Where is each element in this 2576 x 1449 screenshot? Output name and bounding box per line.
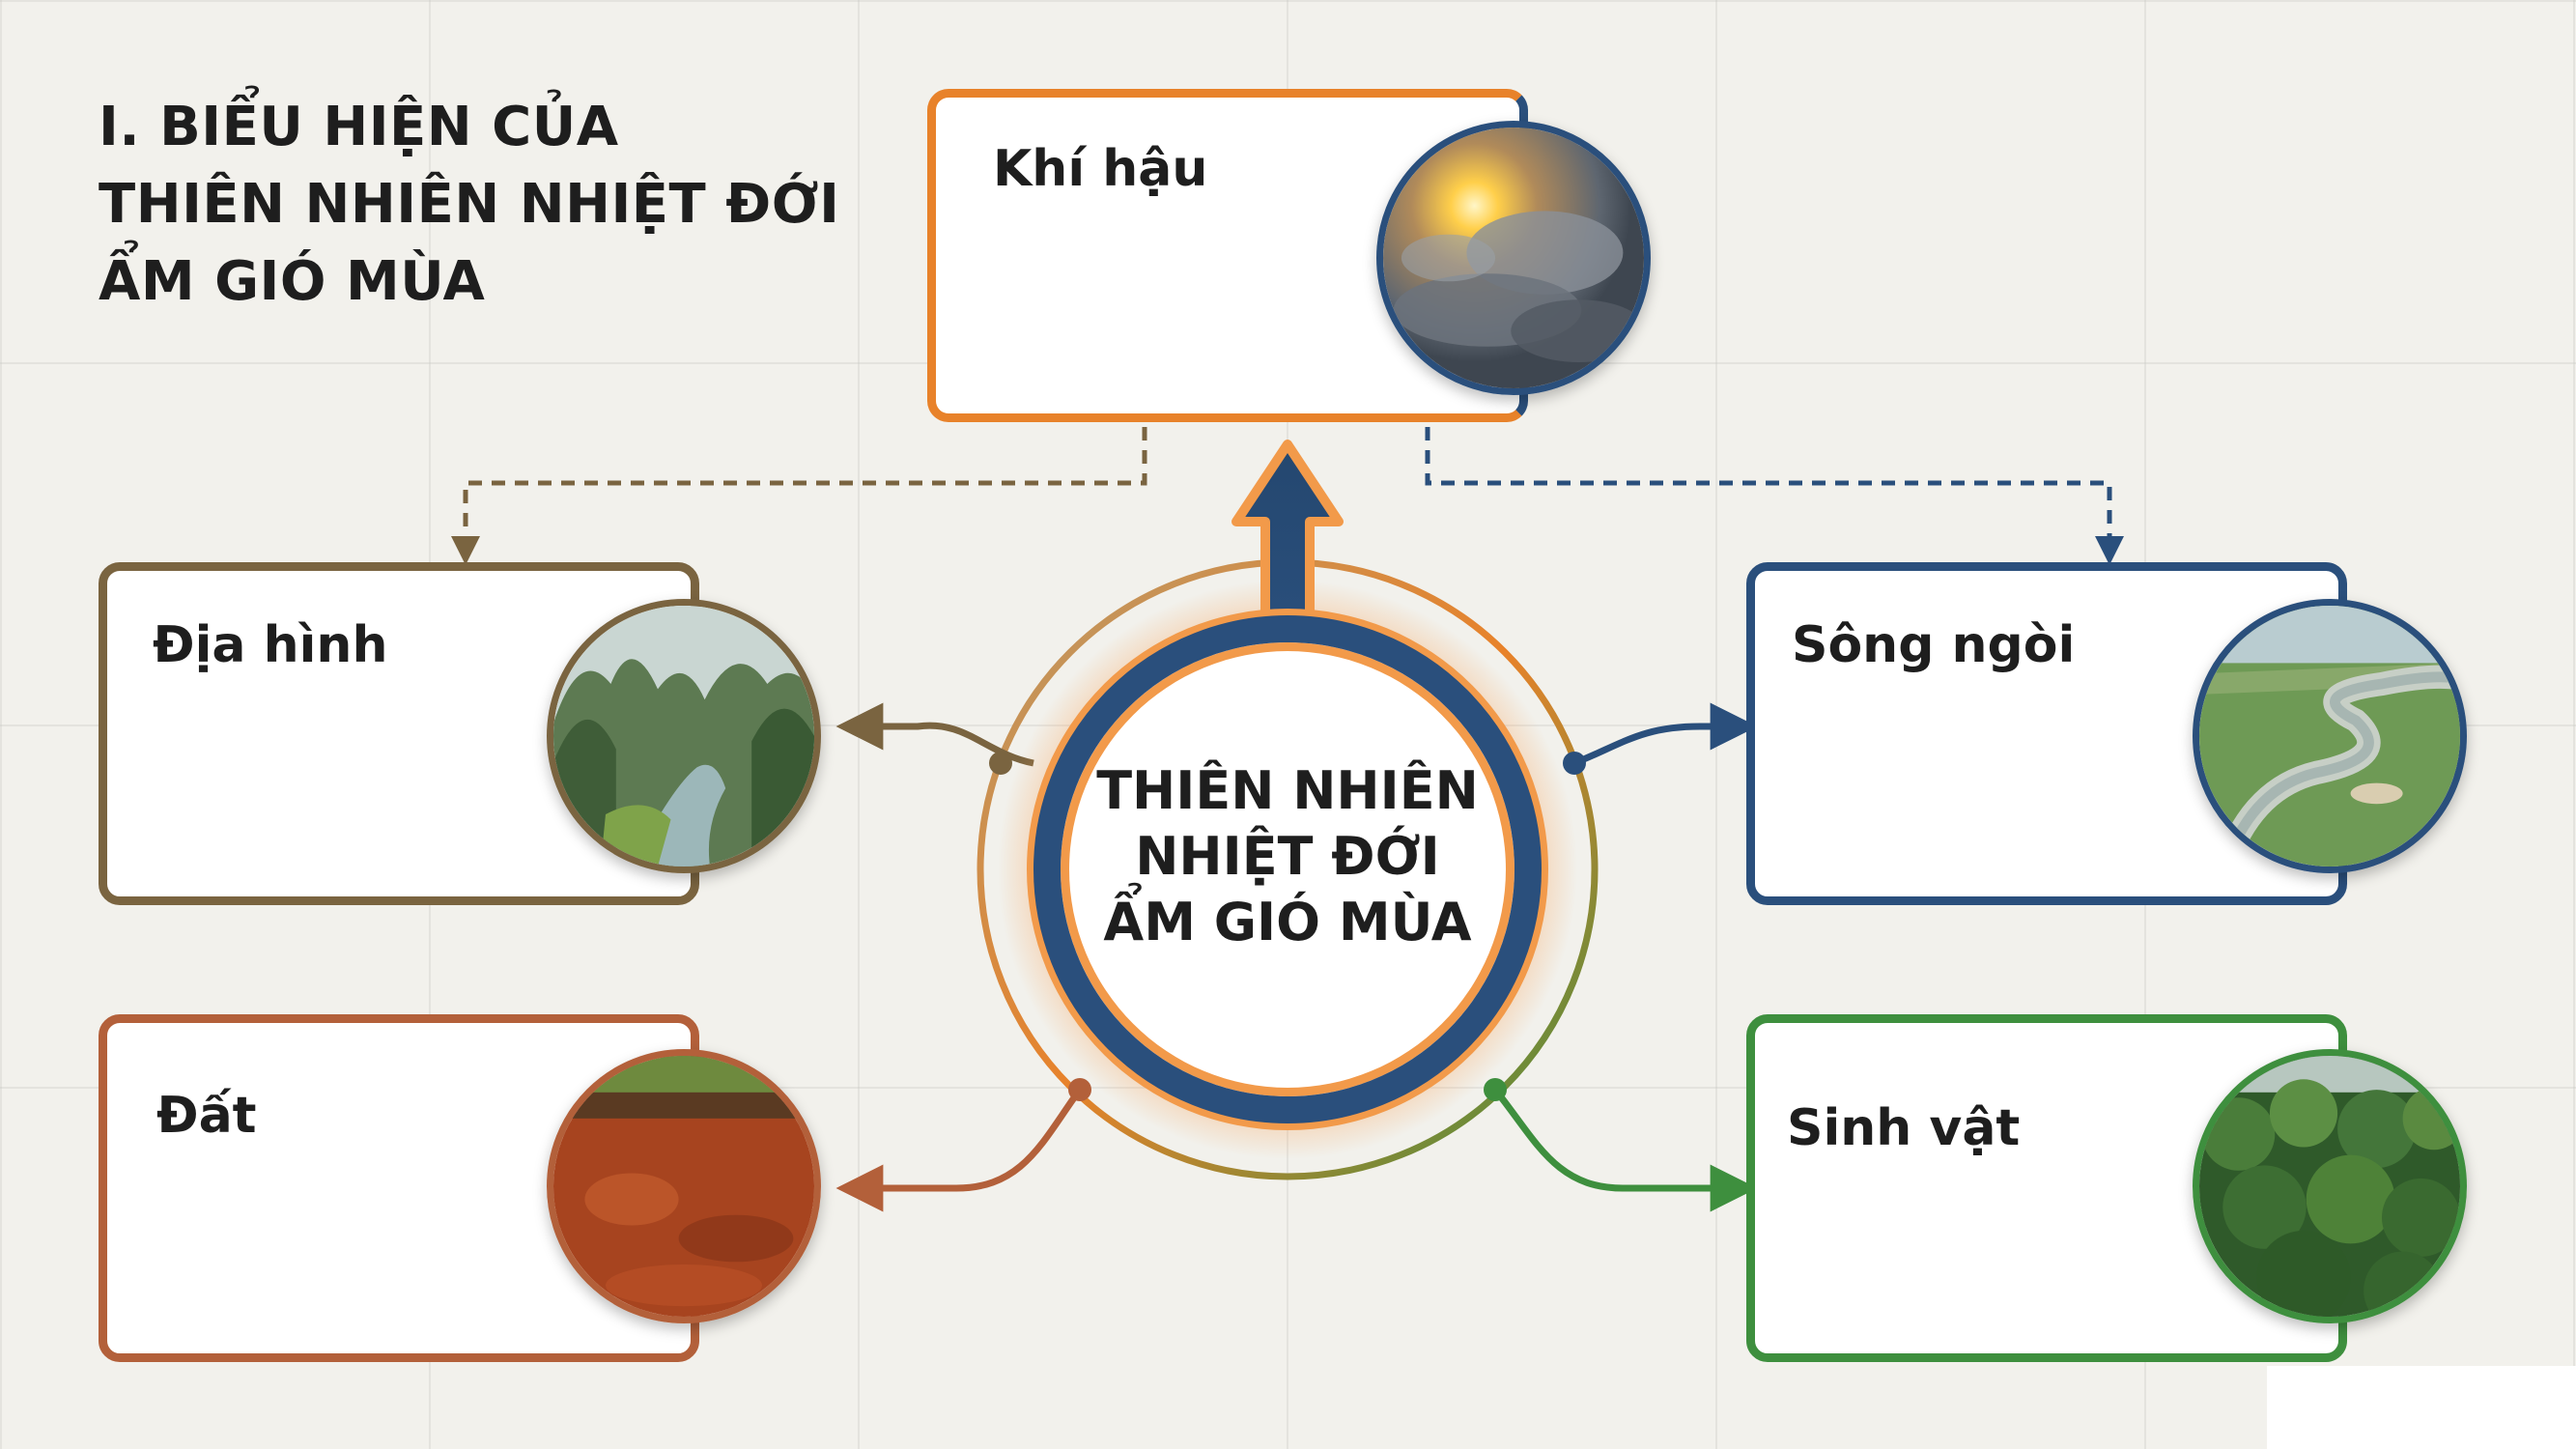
dashed-link-dia-hinh [451, 427, 1147, 565]
node-dot-song-ngoi [1563, 752, 1586, 775]
card-dia-hinh-label: Địa hình [153, 616, 388, 674]
link-sinh-vat [1492, 1087, 1758, 1212]
card-song-ngoi-label: Sông ngòi [1792, 616, 2076, 674]
center-line-1: THIÊN NHIÊN [1096, 760, 1479, 821]
title-line-1: I. BIỂU HIỆN CỦA [99, 96, 619, 158]
sun-storm-clouds-photo [1376, 121, 1651, 395]
link-dat [835, 1087, 1083, 1212]
title-line-2: THIÊN NHIÊN NHIỆT ĐỚI [99, 173, 840, 236]
center-line-3: ẨM GIÓ MÙA [1103, 892, 1472, 952]
card-khi-hau-label: Khí hậu [993, 140, 1208, 198]
center-line-2: NHIỆT ĐỚI [1135, 826, 1440, 887]
red-soil-photo [547, 1049, 821, 1323]
tropical-forest-photo [2193, 1049, 2467, 1323]
karst-mountains-river-photo [547, 599, 821, 873]
link-song-ngoi [1572, 702, 1758, 767]
page-title: I. BIỂU HIỆN CỦA THIÊN NHIÊN NHIỆT ĐỚI Ẩ… [99, 89, 839, 321]
dashed-link-song-ngoi [1425, 427, 2124, 565]
corner-patch [2267, 1366, 2576, 1449]
node-dot-dat [1068, 1078, 1091, 1101]
title-line-3: ẨM GIÓ MÙA [99, 250, 486, 313]
center-hub-label: THIÊN NHIÊN NHIỆT ĐỚI ẨM GIÓ MÙA [1061, 758, 1514, 955]
link-dia-hinh [835, 702, 1034, 767]
card-dat-label: Đất [156, 1087, 257, 1145]
winding-river-photo [2193, 599, 2467, 873]
node-dot-sinh-vat [1484, 1078, 1507, 1101]
node-dot-dia-hinh [989, 752, 1012, 775]
card-sinh-vat-label: Sinh vật [1787, 1099, 2021, 1157]
